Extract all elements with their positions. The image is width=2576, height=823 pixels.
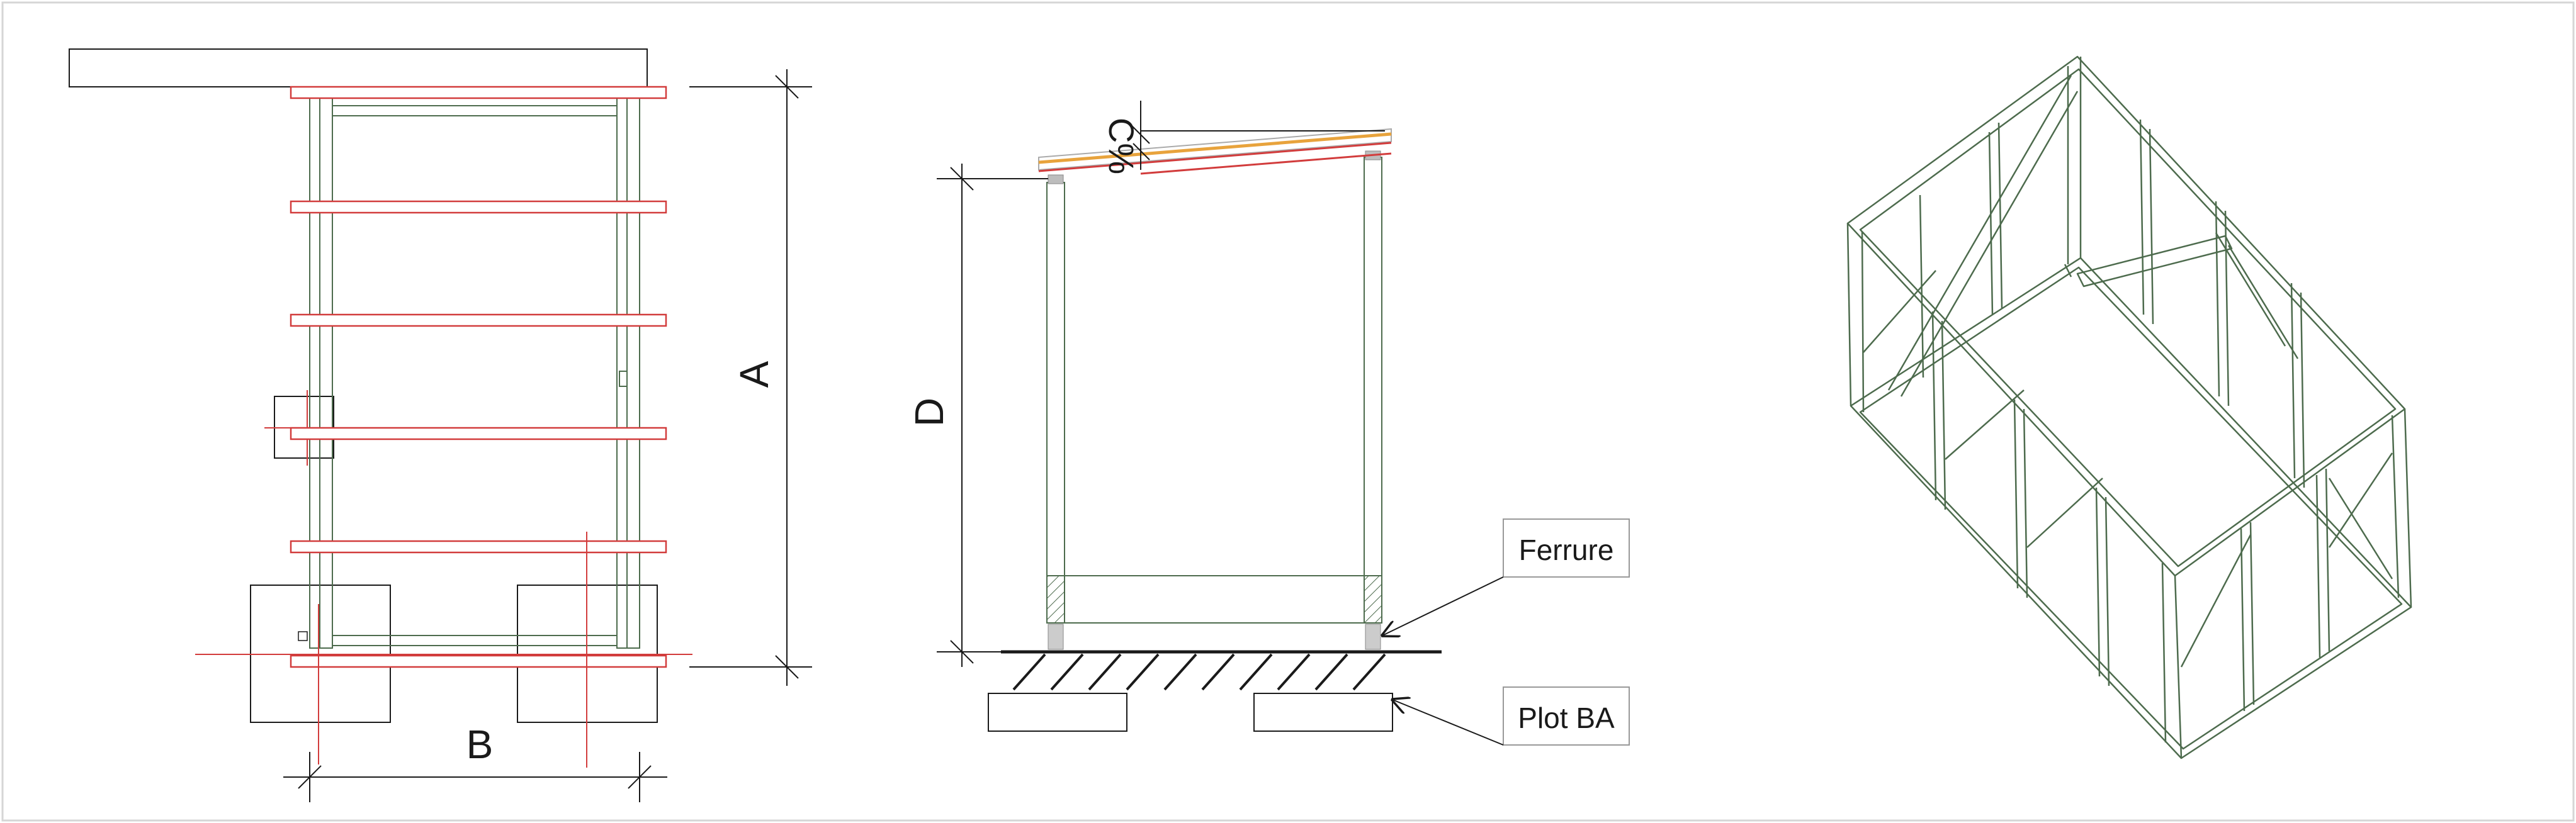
plan-joists xyxy=(290,86,667,668)
joist xyxy=(290,540,667,554)
post-hatch xyxy=(1364,575,1382,624)
ferrure-right xyxy=(1365,624,1381,650)
plot-ba-right xyxy=(1253,693,1393,732)
joist xyxy=(290,86,667,99)
plan-axes xyxy=(195,532,692,768)
dim-d xyxy=(937,164,1048,667)
plot-ba-left xyxy=(988,693,1127,732)
isometric-frame xyxy=(1846,55,2412,759)
section-view: C% D Ferrure xyxy=(907,101,1630,746)
ground-hatch xyxy=(1012,653,1386,691)
sloped-roof xyxy=(1038,128,1392,175)
ferrure-left xyxy=(1048,624,1064,650)
slope-dim xyxy=(1131,101,1385,170)
callout-ferrure-leader xyxy=(1382,576,1504,635)
dim-a-label: A xyxy=(732,361,777,388)
slope-label: C% xyxy=(1102,118,1141,174)
joist xyxy=(290,427,667,440)
joist xyxy=(290,313,667,327)
callout-ferrure-box xyxy=(1503,518,1630,578)
dim-a xyxy=(689,69,812,686)
anchor-square xyxy=(298,631,308,641)
callout-plot-leader xyxy=(1393,700,1504,746)
roof-overhang xyxy=(69,48,648,87)
joist xyxy=(290,654,667,668)
callout-plot-box xyxy=(1503,686,1630,746)
section-posts xyxy=(1046,157,1382,624)
post-cap xyxy=(1048,174,1064,184)
callout-plot-text: Plot BA xyxy=(1518,702,1615,734)
dim-b xyxy=(283,752,667,802)
callout-ferrure-text: Ferrure xyxy=(1519,534,1614,566)
post-hatch xyxy=(1046,575,1065,624)
dim-d-label: D xyxy=(907,398,952,427)
joist xyxy=(290,200,667,214)
plan-walls xyxy=(309,94,640,649)
plan-view: A B xyxy=(69,48,812,802)
dim-b-label: B xyxy=(466,722,494,767)
